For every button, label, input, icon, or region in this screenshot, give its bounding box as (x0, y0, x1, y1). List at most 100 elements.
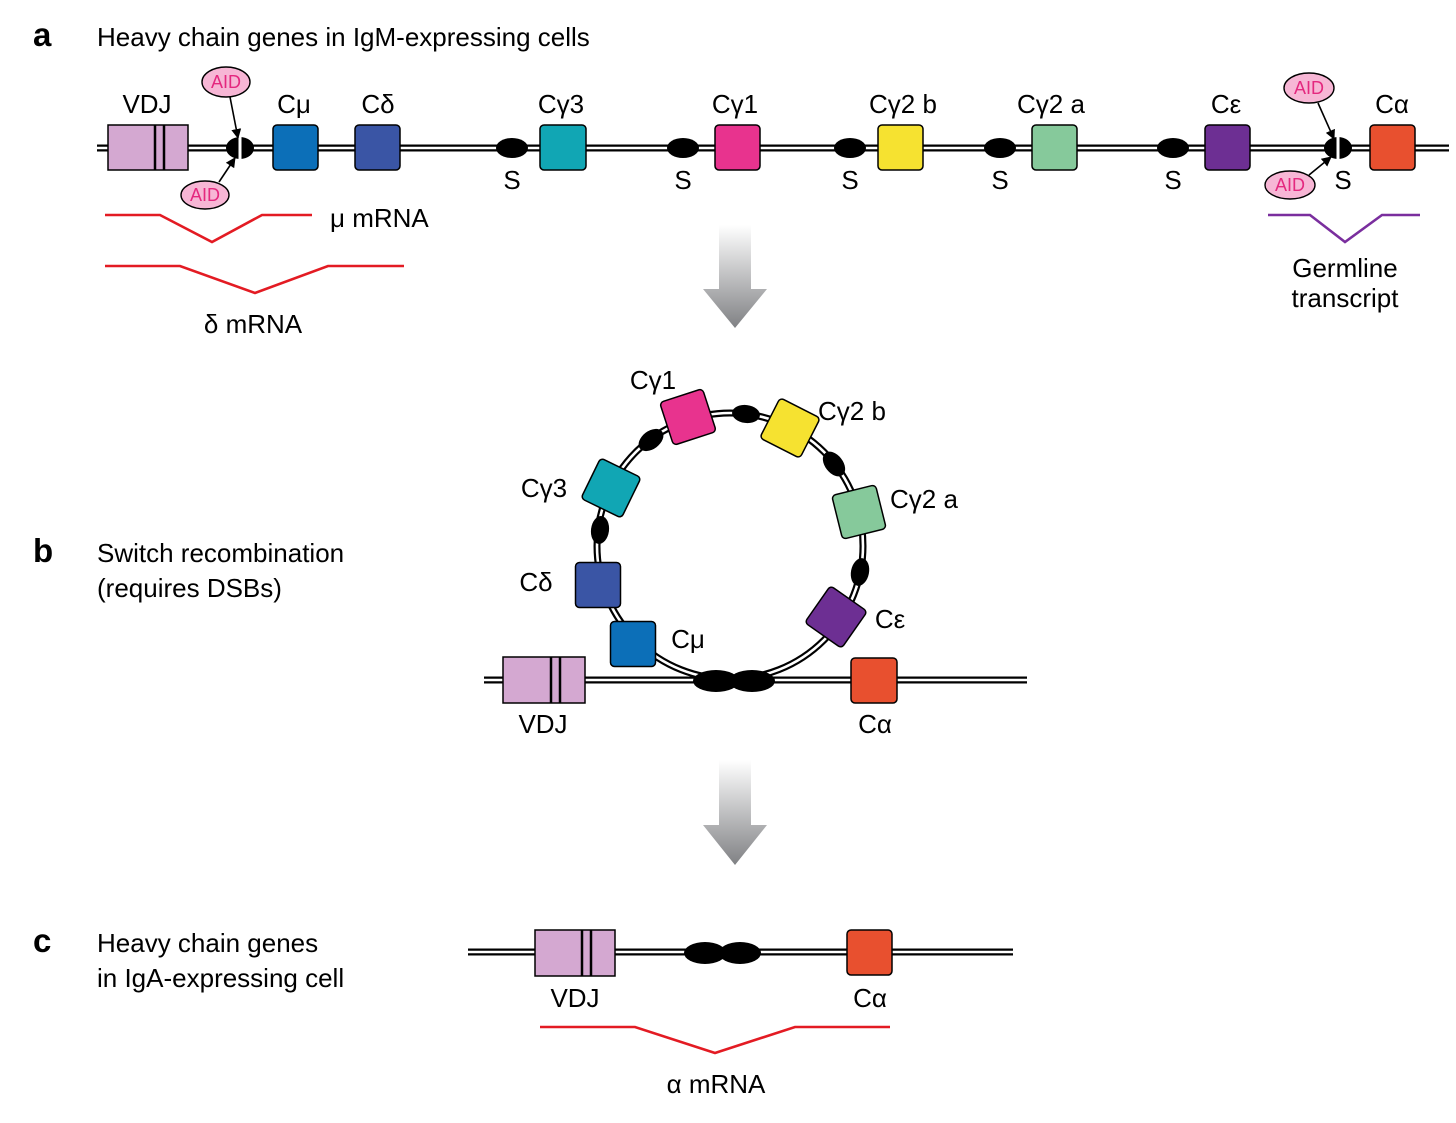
down-arrow-a-to-b (703, 225, 767, 328)
switch-region-gamma1 (667, 138, 699, 158)
c-epsilon-label: Cε (1211, 89, 1242, 119)
panel-c-title-line2: in IgA-expressing cell (97, 963, 344, 993)
c-mu-label: Cμ (277, 89, 311, 119)
mu-mrna-splice-line (105, 213, 312, 244)
vdj-box (502, 656, 586, 704)
loop-c-gamma3-label: Cγ3 (521, 473, 567, 503)
mu-mrna-label: μ mRNA (330, 203, 429, 233)
switch-label: S (674, 165, 691, 195)
aid-top-left: AID (201, 66, 251, 139)
alpha-mrna-splice-line (540, 1025, 890, 1055)
aid-bubble (1264, 170, 1316, 200)
switch-region-gamma3 (496, 138, 528, 158)
aid-label: AID (190, 185, 220, 205)
aid-arrow (1317, 102, 1335, 140)
loop-c-gamma1-box (659, 388, 717, 446)
vdj-box (534, 929, 616, 977)
aid-bubble (1283, 72, 1335, 104)
switch-label: S (991, 165, 1008, 195)
recombination-dna (484, 409, 1027, 684)
vdj-segment (107, 124, 189, 171)
loop-switch-region (732, 404, 760, 424)
switch-ellipse-right (719, 942, 761, 964)
switch-region-epsilon (1157, 138, 1189, 158)
panel-a-title: Heavy chain genes in IgM-expressing cell… (97, 22, 590, 52)
panel-b-title-line2: (requires DSBs) (97, 573, 282, 603)
c-gamma3-label: Cγ3 (538, 89, 584, 119)
panel-c-c-alpha-box (846, 929, 893, 976)
c-alpha-label: Cα (1375, 89, 1409, 119)
panel-b-letter: b (33, 532, 53, 569)
c-delta-label: Cδ (361, 89, 394, 119)
c-gamma2b-box (877, 124, 924, 171)
c-gamma2b-label: Cγ2 b (869, 89, 937, 119)
switch-region-gamma2a (984, 138, 1016, 158)
aid-label: AID (211, 72, 241, 92)
loop-switch-region (590, 516, 610, 544)
switch-label: S (503, 165, 520, 195)
panel-c-vdj-segment (534, 929, 616, 977)
switch-region-gamma2b (834, 138, 866, 158)
down-arrow-b-to-c (703, 760, 767, 865)
switch-label: S (1334, 165, 1351, 195)
c-gamma3-box (539, 124, 587, 171)
loop-switch-region (822, 451, 846, 477)
panel-b-vdj-label: VDJ (518, 709, 567, 739)
c-epsilon-box (1204, 124, 1251, 171)
aid-arrow (218, 157, 236, 183)
switch-label: S (841, 165, 858, 195)
loop-switch-region (850, 558, 870, 586)
switch-label: S (1164, 165, 1181, 195)
vdj-label: VDJ (122, 89, 171, 119)
panel-c: c Heavy chain genes in IgA-expressing ce… (33, 922, 1013, 1099)
c-gamma1-box (714, 124, 761, 171)
panel-c-title-line1: Heavy chain genes (97, 928, 318, 958)
loop-c-gamma2a-box (831, 484, 887, 540)
panel-a: a Heavy chain genes in IgM-expressing ce… (33, 16, 1449, 339)
panel-b-c-alpha-box (850, 657, 898, 704)
c-gamma2a-label: Cγ2 a (1017, 89, 1085, 119)
loop-c-gamma1-label: Cγ1 (630, 365, 676, 395)
panel-b-c-alpha-label: Cα (858, 709, 892, 739)
switch-alpha-synapsed (729, 670, 775, 692)
c-gamma1-label: Cγ1 (712, 89, 758, 119)
panel-c-letter: c (33, 922, 51, 959)
aid-bubble (201, 66, 251, 98)
loop-c-delta-box (574, 561, 622, 609)
switch-ellipse-left (684, 942, 726, 964)
loop-c-mu-label: Cμ (671, 624, 705, 654)
panel-b-title-line1: Switch recombination (97, 538, 344, 568)
double-strand-break (238, 136, 242, 160)
panel-b-vdj-segment (502, 656, 586, 704)
germline-transcript-label-line1: Germline (1292, 253, 1397, 283)
loop-c-gamma2a-label: Cγ2 a (890, 484, 958, 514)
aid-top-right: AID (1283, 72, 1335, 140)
loop-c-gamma3-box (581, 458, 641, 518)
loop-c-epsilon-box (805, 586, 867, 648)
double-strand-break (1336, 136, 1340, 160)
panel-c-c-alpha-label: Cα (853, 983, 887, 1013)
c-mu-box (272, 124, 319, 171)
c-gamma2a-box (1031, 124, 1078, 171)
synapsed-switch-regions (693, 670, 775, 692)
loop-c-epsilon-label: Cε (875, 604, 906, 634)
delta-mrna-splice-line (105, 264, 404, 295)
aid-label: AID (1275, 175, 1305, 195)
germline-transcript-label-line2: transcript (1292, 283, 1400, 313)
aid-label: AID (1294, 78, 1324, 98)
aid-arrow (229, 96, 242, 139)
aid-bottom-left: AID (180, 157, 236, 210)
loop-c-gamma2b-label: Cγ2 b (818, 396, 886, 426)
c-alpha-box (1369, 124, 1416, 171)
panel-a-letter: a (33, 16, 52, 53)
vdj-box (107, 124, 189, 171)
germline-transcript-line (1268, 213, 1420, 244)
panel-b: b Switch recombination (requires DSBs) C… (33, 365, 1027, 739)
hybrid-switch-region (684, 942, 761, 964)
switch-mu-synapsed (693, 670, 739, 692)
aid-arrow (1308, 156, 1332, 176)
loop-c-delta-label: Cδ (519, 567, 552, 597)
aid-bottom-right: AID (1264, 156, 1332, 200)
loop-c-gamma2b-box (760, 398, 820, 458)
